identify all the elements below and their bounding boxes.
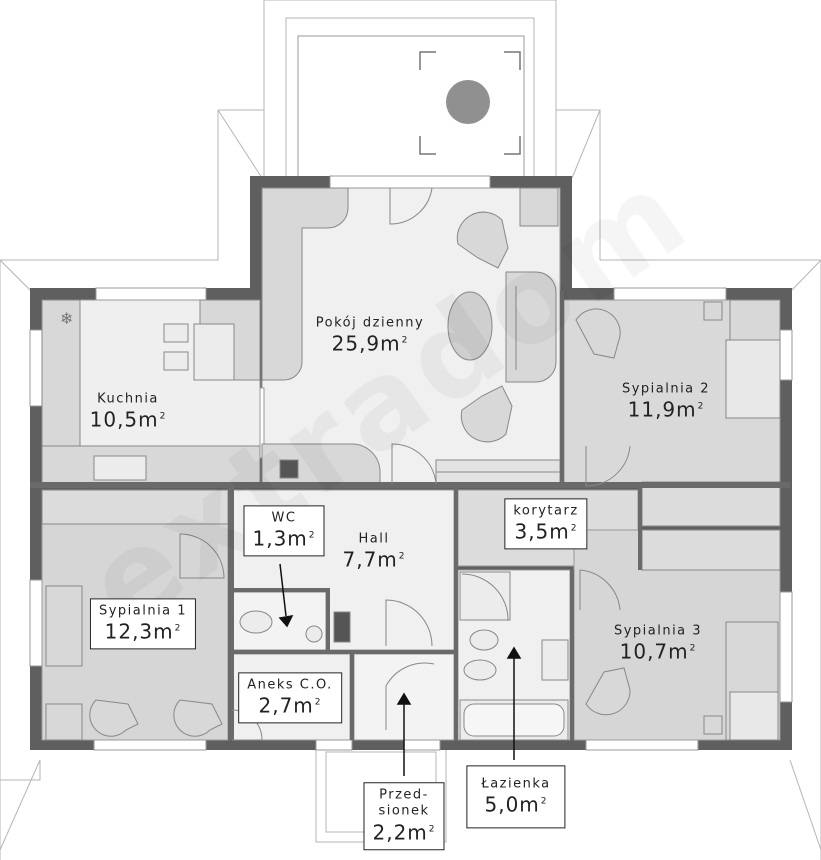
door-swings [179, 187, 631, 741]
leader-arrows [278, 563, 522, 776]
room-floors [41, 187, 781, 741]
interior-walls [30, 290, 790, 740]
windows [29, 175, 793, 751]
label-wc: WC 1,3m2 [243, 505, 325, 557]
label-pokoj-dzienny: Pokój dzienny 25,9m2 [315, 315, 425, 356]
label-korytarz: korytarz 3,5m2 [504, 498, 588, 550]
garden-table-icon [446, 80, 490, 124]
label-kuchnia: Kuchnia 10,5m2 [89, 391, 167, 432]
label-sypialnia-3: Sypialnia 3 10,7m2 [613, 623, 703, 664]
terrace [297, 35, 525, 179]
label-lazienka: Łazienka 5,0m2 [466, 765, 566, 829]
label-sypialnia-2: Sypialnia 2 11,9m2 [621, 381, 711, 422]
label-sypialnia-1: Sypialnia 1 12,3m2 [89, 598, 197, 650]
fridge-icon: ❄ [60, 309, 73, 328]
label-przedsionek: Przed- sionek 2,2m2 [363, 782, 445, 850]
label-hall: Hall 7,7m2 [342, 531, 406, 572]
label-aneks: Aneks C.O. 2,7m2 [238, 672, 342, 724]
